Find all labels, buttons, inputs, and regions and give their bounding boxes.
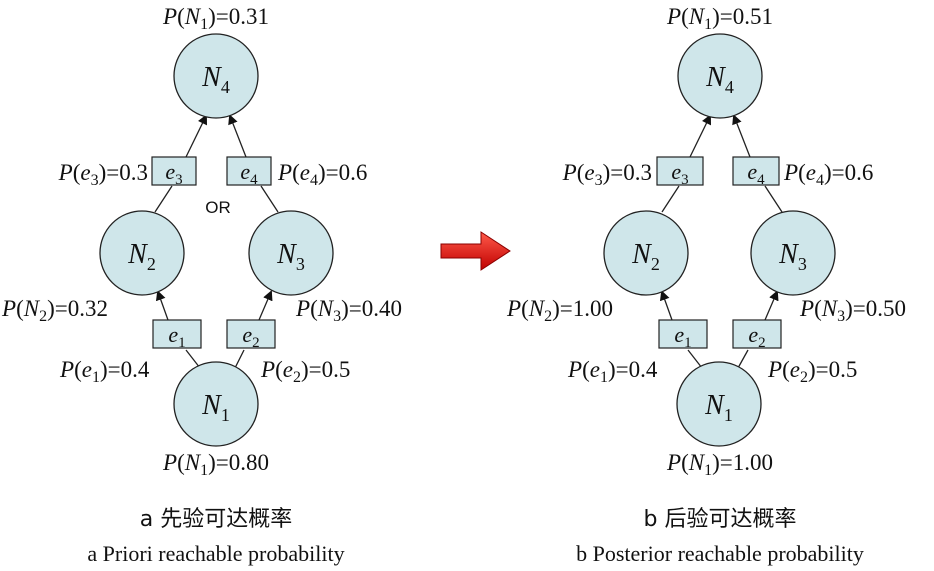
node-n2-b-label: N2 — [631, 239, 660, 274]
edge-e1-b-label: e1 — [674, 322, 691, 351]
node-n1-b-label: N1 — [704, 390, 733, 425]
transition-arrow-icon — [440, 231, 511, 271]
arrow-e1-n2 — [155, 290, 169, 321]
node-n3-label: N3 — [276, 239, 305, 274]
arrow-e2-n3-b — [764, 290, 779, 321]
arrow-e2-n3 — [258, 290, 273, 321]
node-n1 — [173, 361, 259, 447]
edge-line-n1-e1-b — [687, 349, 703, 369]
edge-line-n2-e3-b — [661, 185, 680, 213]
panel-b: N4 N2 N3 N1 e3 e4 e1 e2 P(N1)=0.51 P(e3)… — [506, 4, 906, 566]
prob-e2-label: P(e2)=0.5 — [260, 357, 350, 386]
prob-n2-b-label: P(N2)=1.00 — [506, 296, 613, 325]
prob-n4-label: P(N1)=0.31 — [162, 4, 269, 33]
node-n4-b — [677, 33, 763, 119]
prob-n1-b-label: P(N1)=1.00 — [666, 450, 773, 479]
node-n2-b — [603, 210, 689, 296]
edge-e4-b-label: e4 — [747, 159, 765, 188]
prob-e4-b-label: P(e4)=0.6 — [783, 160, 873, 189]
arrow-e4-n4 — [228, 114, 247, 158]
node-n1-b — [676, 361, 762, 447]
edge-line-n3-e4 — [260, 185, 279, 213]
edge-line-n2-e3 — [154, 185, 173, 213]
edge-e2-label: e2 — [242, 322, 259, 351]
edge-box-e1 — [152, 319, 202, 349]
node-n4 — [173, 33, 259, 119]
caption-cn-b: b 后验可达概率 — [644, 507, 797, 532]
caption-en-b: b Posterior reachable probability — [576, 541, 864, 566]
prob-n1-label: P(N1)=0.80 — [162, 450, 269, 479]
prob-n3-b-label: P(N3)=0.50 — [799, 296, 906, 325]
edge-line-n1-e2-b — [737, 349, 749, 369]
edge-box-e2 — [226, 319, 276, 349]
arrow-e4-n4-b — [732, 114, 751, 158]
panel-a: N4 N2 N3 N1 e3 e4 e1 e2 OR P(N1)=0.31 P(… — [1, 4, 402, 566]
prob-e1-label: P(e1)=0.4 — [59, 357, 150, 386]
edge-box-e1-b — [658, 319, 708, 349]
edge-e3-b-label: e3 — [671, 159, 688, 188]
edge-box-e3 — [151, 156, 197, 186]
prob-e3-label: P(e3)=0.3 — [58, 160, 148, 189]
node-n4-b-label: N4 — [705, 62, 734, 97]
prob-e1-b-label: P(e1)=0.4 — [567, 357, 658, 386]
edge-e3-label: e3 — [165, 159, 182, 188]
node-n1-label: N1 — [201, 390, 230, 425]
edge-box-e4-b — [732, 156, 780, 186]
arrow-e1-n2-b — [659, 290, 673, 321]
node-n3 — [248, 210, 334, 296]
arrow-e3-n4-b — [689, 114, 711, 158]
edge-e1-label: e1 — [168, 322, 185, 351]
prob-n4-b-label: P(N1)=0.51 — [666, 4, 773, 33]
node-n2-label: N2 — [127, 239, 156, 274]
arrow-e3-n4 — [185, 114, 207, 158]
edge-box-e2-b — [732, 319, 782, 349]
edge-line-n1-e1 — [185, 349, 201, 369]
node-n4-label: N4 — [201, 62, 230, 97]
caption-cn-a: a 先验可达概率 — [140, 507, 292, 532]
prob-e2-b-label: P(e2)=0.5 — [767, 357, 857, 386]
prob-n3-label: P(N3)=0.40 — [295, 296, 402, 325]
node-n2 — [99, 210, 185, 296]
edge-box-e4 — [226, 156, 272, 186]
caption-en-a: a Priori reachable probability — [87, 541, 344, 566]
node-n3-b-label: N3 — [778, 239, 807, 274]
edge-line-n1-e2 — [234, 349, 245, 369]
edge-e2-b-label: e2 — [748, 322, 765, 351]
edge-box-e3-b — [656, 156, 704, 186]
prob-e3-b-label: P(e3)=0.3 — [562, 160, 652, 189]
edge-line-n3-e4-b — [764, 185, 783, 213]
prob-e4-label: P(e4)=0.6 — [277, 160, 367, 189]
prob-n2-label: P(N2)=0.32 — [1, 296, 108, 325]
or-label: OR — [205, 198, 231, 217]
edge-e4-label: e4 — [240, 159, 258, 188]
node-n3-b — [750, 210, 836, 296]
